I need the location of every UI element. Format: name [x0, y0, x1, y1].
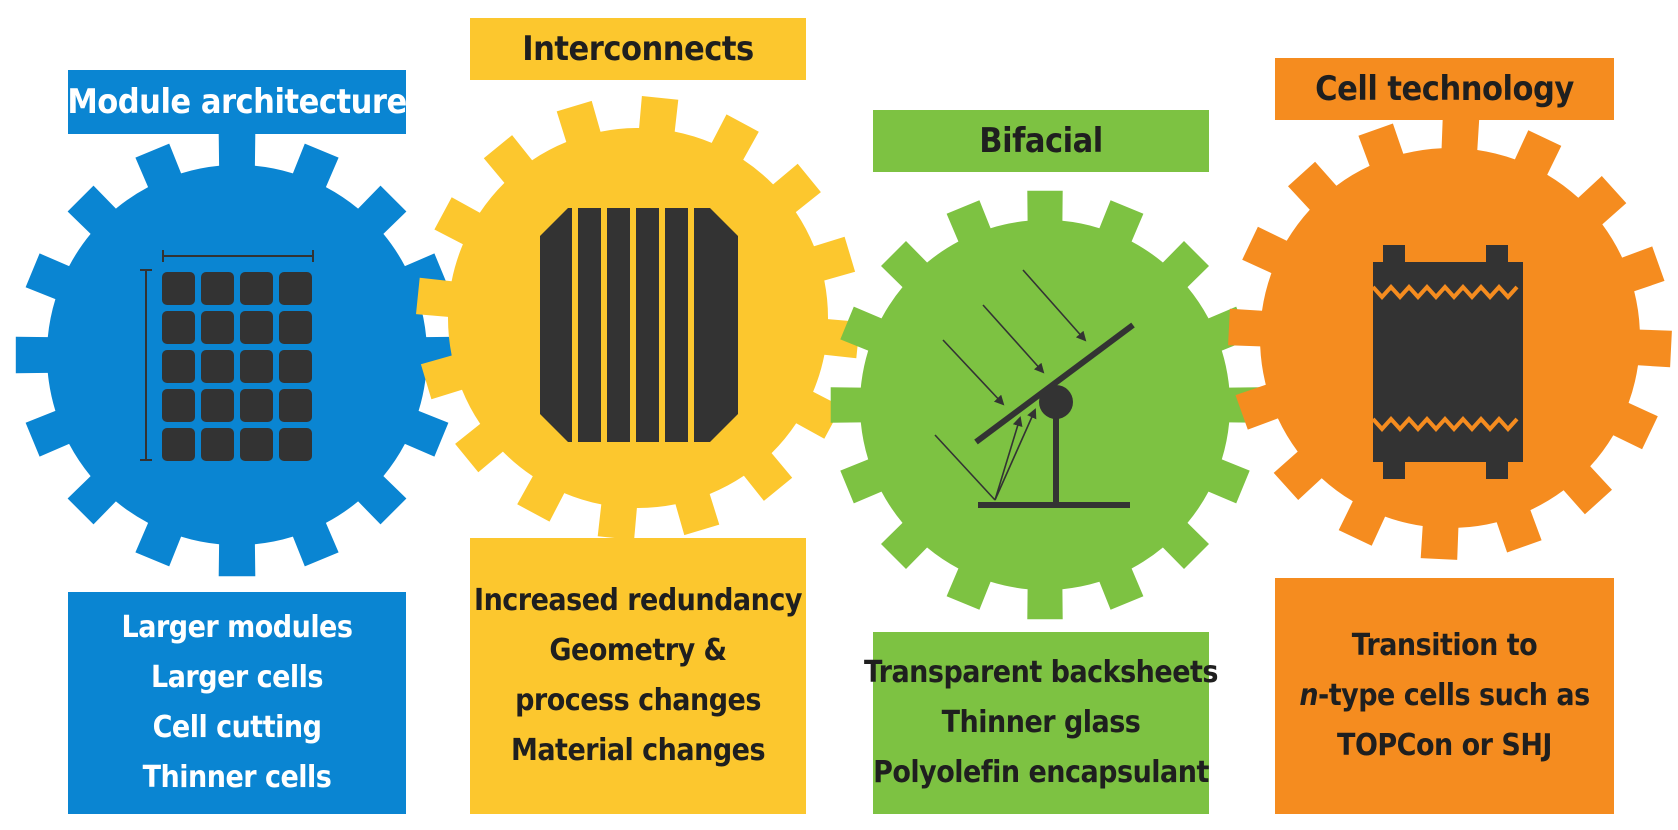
detail-line: Transparent backsheets [864, 655, 1218, 690]
solar-cell-icon [540, 205, 738, 445]
module-cell [279, 311, 312, 344]
interconnects-title: Interconnects [470, 18, 806, 80]
module-cell [201, 272, 234, 305]
module-cell [240, 428, 273, 461]
detail-line: Thinner cells [142, 760, 332, 795]
module-cell [240, 350, 273, 383]
bifacial-details: Transparent backsheets Thinner glass Pol… [864, 632, 1218, 814]
module-cell [201, 311, 234, 344]
gear-blue [15, 133, 459, 577]
module-cell [162, 350, 195, 383]
module-cell [201, 389, 234, 422]
module-cell [240, 311, 273, 344]
module-cell [201, 428, 234, 461]
gear-interconnects [416, 96, 860, 540]
detail-line: Cell cutting [152, 710, 322, 745]
detail-line: n-type cells such as [1299, 671, 1590, 721]
cell-technology-title: Cell technology [1275, 58, 1614, 120]
n-type-italic: n [1299, 678, 1319, 713]
module-cell [279, 272, 312, 305]
module-architecture-details: Larger modules Larger cells Cell cutting… [68, 592, 406, 814]
detail-line: TOPCon or SHJ [1337, 728, 1552, 763]
detail-line: Geometry & [549, 633, 727, 668]
detail-line: Larger cells [151, 660, 323, 695]
module-architecture-title: Module architecture [67, 70, 407, 134]
bifacial-tracker-icon [934, 269, 1135, 508]
detail-line: Material changes [510, 733, 766, 768]
detail-line: Increased redundancy [474, 583, 802, 618]
module-cell [240, 272, 273, 305]
module-cell [162, 428, 195, 461]
module-cell [162, 311, 195, 344]
detail-line: Thinner glass [941, 705, 1141, 740]
module-cell [279, 389, 312, 422]
module-cell [201, 350, 234, 383]
module-cell [240, 389, 273, 422]
module-cell [162, 389, 195, 422]
module-grid-icon [140, 250, 314, 461]
module-cell [279, 428, 312, 461]
bifacial-title: Bifacial [873, 110, 1209, 172]
detail-line: process changes [515, 683, 761, 718]
detail-line: Polyolefin encapsulant [873, 755, 1209, 790]
layered-cell-icon [1371, 245, 1523, 479]
module-cell [279, 350, 312, 383]
detail-line: Larger modules [121, 610, 353, 645]
interconnects-details: Increased redundancy Geometry & process … [470, 538, 806, 814]
gear-bifacial [830, 190, 1260, 620]
gear-module-architecture [15, 133, 459, 577]
detail-line: Transition to [1351, 628, 1538, 663]
module-cell [162, 272, 195, 305]
gear-cell-technology [1228, 116, 1672, 560]
cell-technology-details: Transition to n-type cells such as TOPCo… [1275, 578, 1614, 814]
detail-line-rest: -type cells such as [1318, 678, 1590, 713]
